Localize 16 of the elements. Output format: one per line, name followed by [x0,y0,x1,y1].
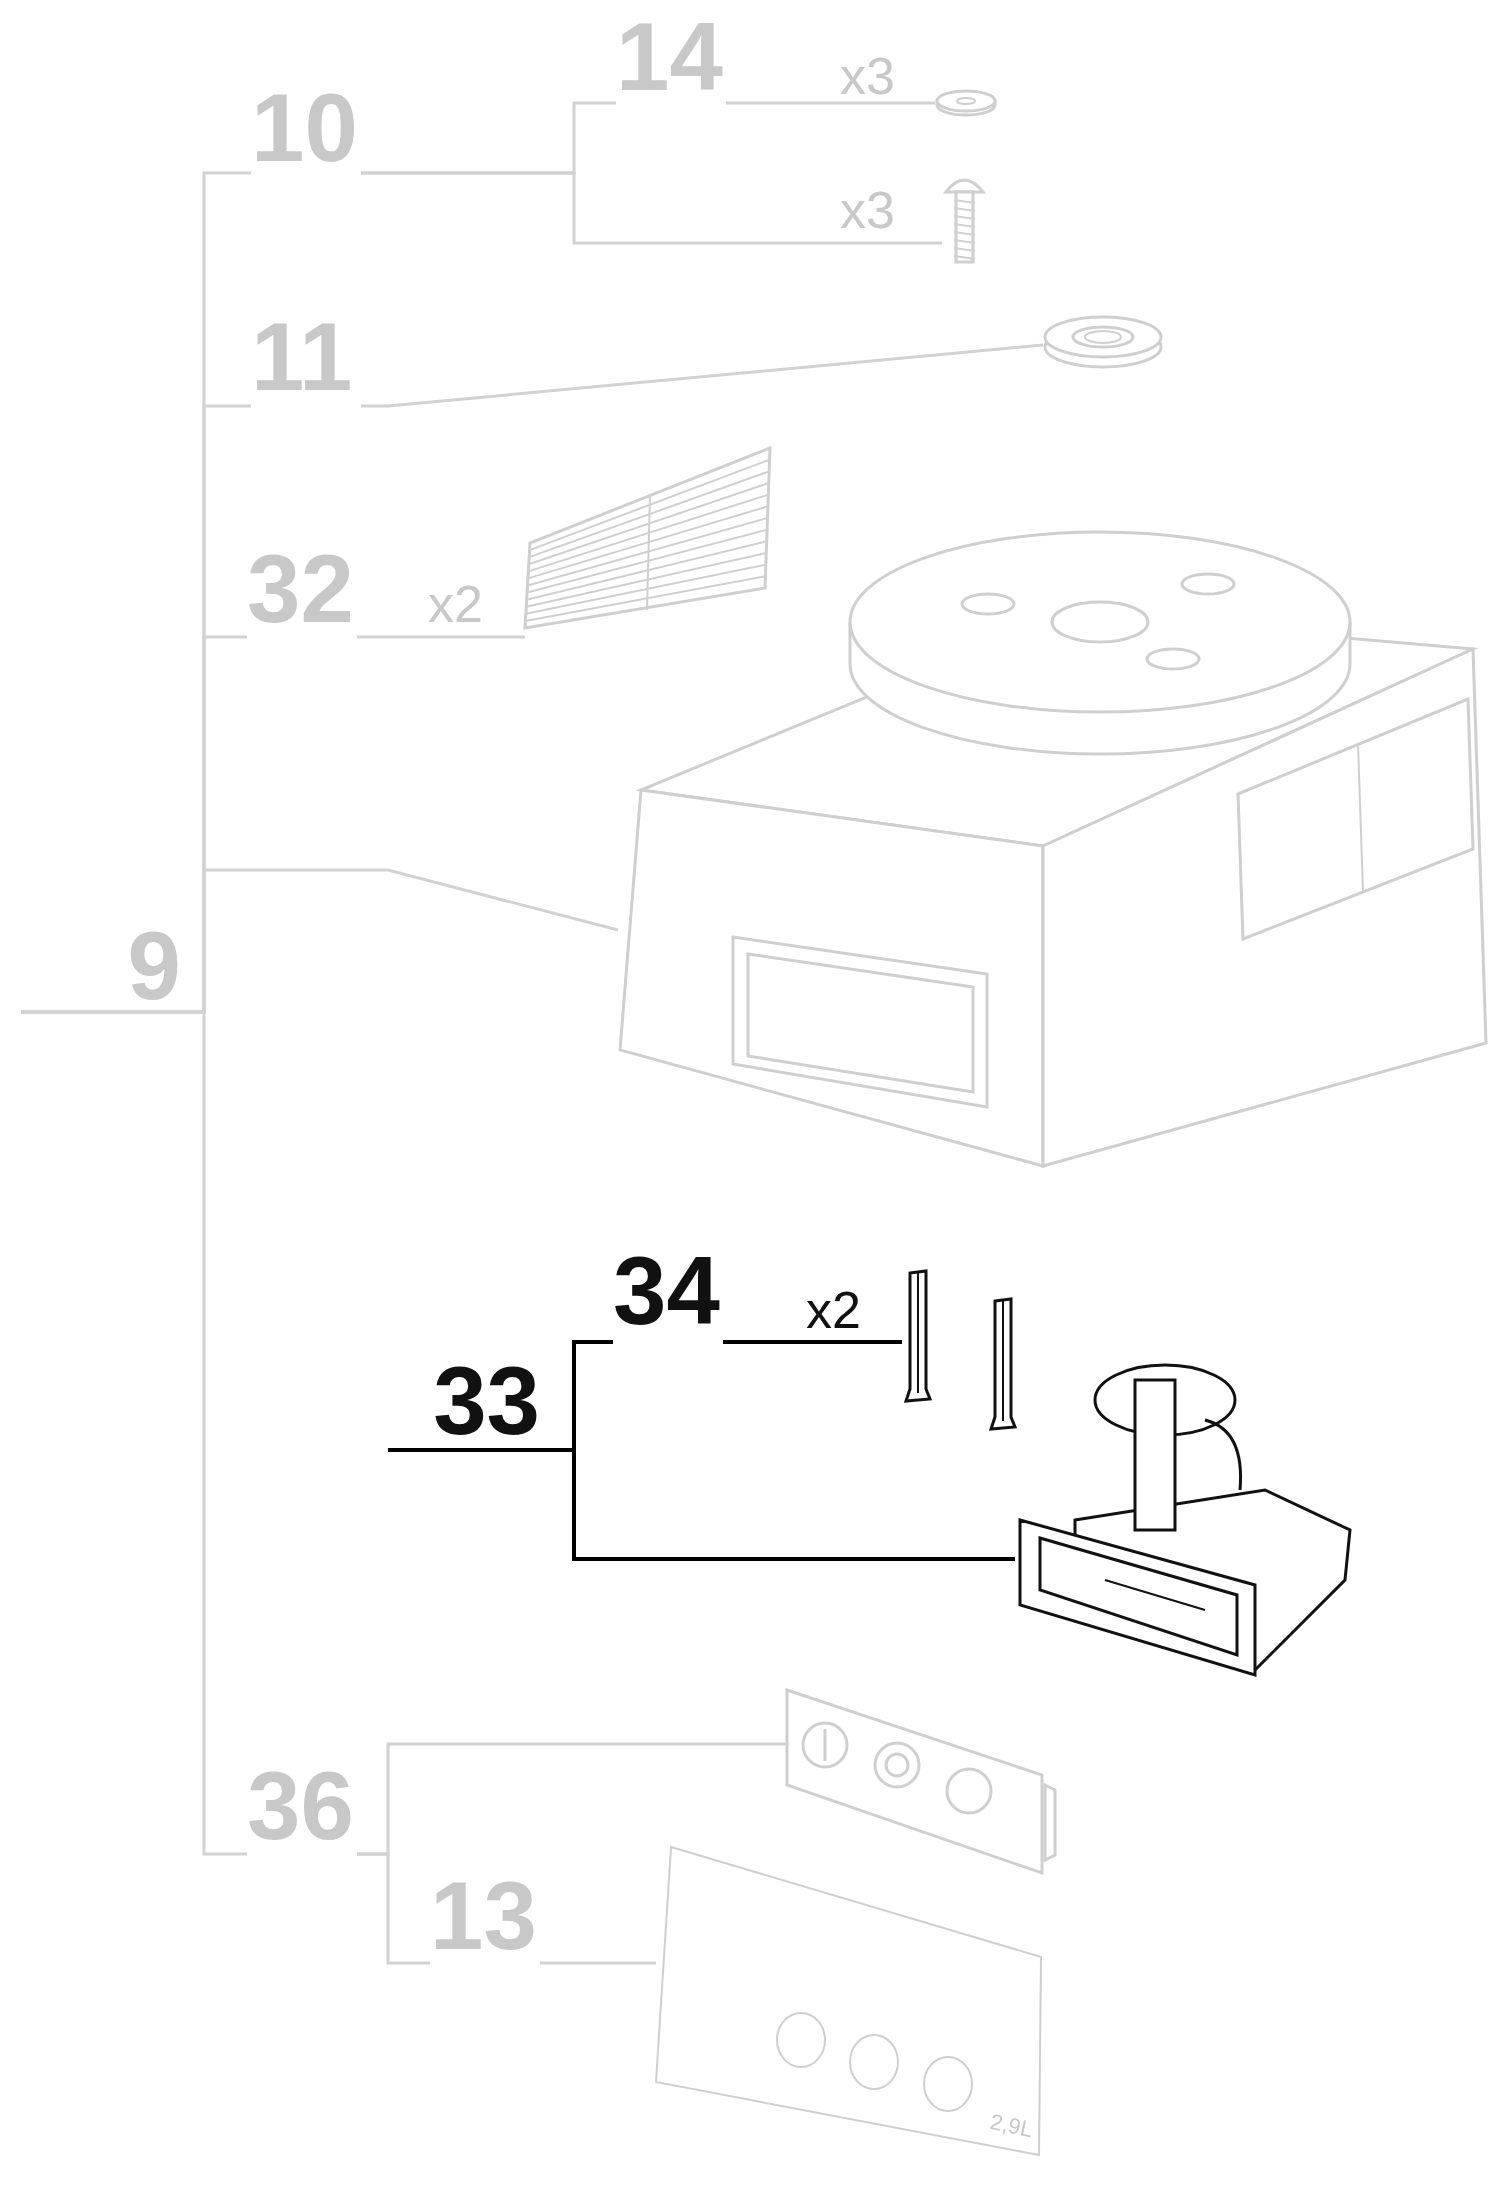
seal-ring-drawing [1043,313,1163,369]
leader-line [361,171,942,245]
leader-line [388,1448,1015,1561]
washer-drawing [935,89,997,117]
part-number: 34 [613,1243,723,1342]
leader-line [21,1010,247,1856]
leader-line [361,343,1044,408]
leader-line [726,101,935,105]
leader-line [540,1961,656,1965]
pin-drawing [902,1269,932,1405]
quantity-label: x2 [806,1284,861,1336]
leader-line [357,1852,430,1965]
leader-line [357,635,525,639]
leader-line [723,1340,902,1344]
part-number: 33 [388,1353,540,1450]
control-panel-drawing [787,1685,1058,1875]
